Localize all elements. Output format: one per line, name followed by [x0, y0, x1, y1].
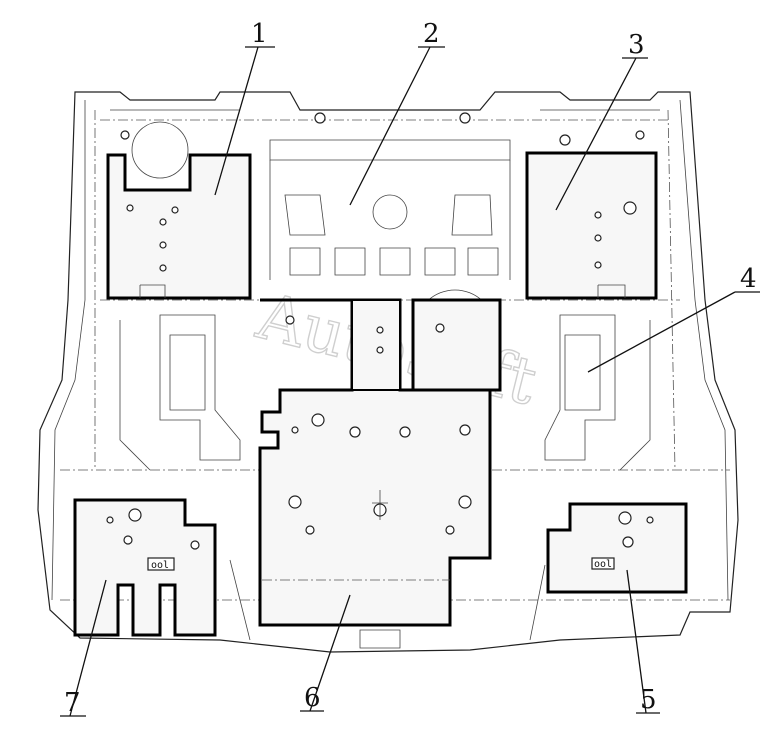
callout-3: 3: [628, 30, 645, 60]
panel-5-tag: ool: [594, 559, 612, 570]
panel-6: [258, 298, 502, 627]
callout-2: 2: [423, 19, 440, 49]
callout-1: 1: [251, 19, 268, 49]
panel-7: ool: [73, 498, 217, 637]
callout-6: 6: [304, 683, 321, 713]
panel-5: ool: [546, 502, 688, 594]
panel-7-tag: ool: [151, 560, 169, 571]
body-outline: [37, 91, 739, 653]
leader-lines: [60, 46, 760, 717]
panel-1: [106, 121, 252, 300]
panel-3: [525, 151, 658, 300]
callout-7: 7: [64, 688, 81, 718]
callout-5: 5: [640, 685, 657, 715]
callout-4: 4: [740, 264, 757, 294]
